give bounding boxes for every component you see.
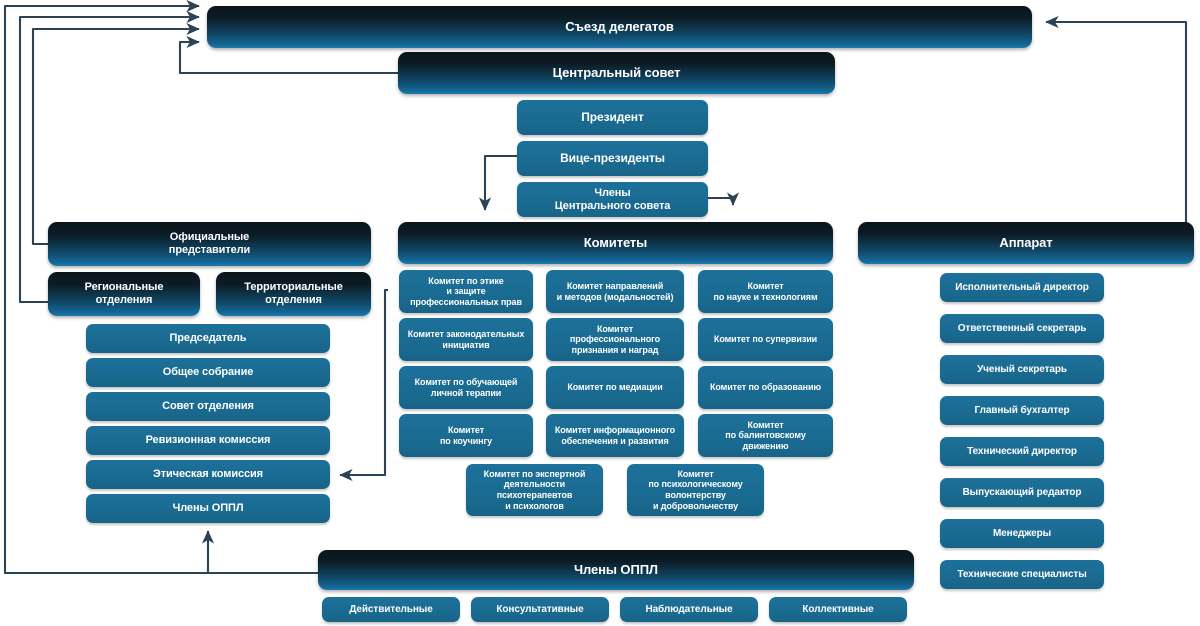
connector-members-to-branch	[201, 530, 318, 575]
node-a-managers[interactable]: Менеджеры	[940, 519, 1104, 548]
connector-vicepres-to-committees	[478, 154, 517, 211]
node-president[interactable]: Президент	[517, 100, 708, 135]
node-c-modal[interactable]: Комитет направлений и методов (модальнос…	[546, 270, 684, 313]
connector-committees-to-branch	[339, 288, 388, 482]
node-c-legis[interactable]: Комитет законодательных инициатив	[399, 318, 533, 361]
connector-apparatus-to-congress	[1045, 15, 1194, 245]
node-oppl-mem[interactable]: Члены ОППЛ	[318, 550, 914, 590]
node-m-active[interactable]: Действительные	[322, 597, 460, 622]
node-c-info[interactable]: Комитет информационного обеспечения и ра…	[546, 414, 684, 457]
node-cc-members[interactable]: Члены Центрального совета	[517, 182, 708, 217]
node-c-balint[interactable]: Комитет по балинтовскому движению	[698, 414, 833, 457]
node-ethicscomm[interactable]: Этическая комиссия	[86, 460, 330, 489]
node-c-ethics[interactable]: Комитет по этике и защите профессиональн…	[399, 270, 533, 313]
node-a-secr[interactable]: Ответственный секретарь	[940, 314, 1104, 343]
node-c-volunt[interactable]: Комитет по психологическому волонтерству…	[627, 464, 764, 516]
node-vicepres[interactable]: Вице-президенты	[517, 141, 708, 176]
node-m-consult[interactable]: Консультативные	[471, 597, 609, 622]
node-c-superv[interactable]: Комитет по супервизии	[698, 318, 833, 361]
node-c-mediat[interactable]: Комитет по медиации	[546, 366, 684, 409]
node-chairman[interactable]: Председатель	[86, 324, 330, 353]
node-a-scisecr[interactable]: Ученый секретарь	[940, 355, 1104, 384]
node-a-techspec[interactable]: Технические специалисты	[940, 560, 1104, 589]
node-c-recogn[interactable]: Комитет профессионального признания и на…	[546, 318, 684, 361]
node-c-coaching[interactable]: Комитет по коучингу	[399, 414, 533, 457]
node-c-training[interactable]: Комитет по обучающей личной терапии	[399, 366, 533, 409]
node-branchcoun[interactable]: Совет отделения	[86, 392, 330, 421]
node-oppl-mem-l[interactable]: Члены ОППЛ	[86, 494, 330, 523]
node-congress[interactable]: Съезд делегатов	[207, 6, 1032, 48]
node-c-expert[interactable]: Комитет по экспертной деятельности психо…	[466, 464, 603, 516]
node-a-techdir[interactable]: Технический директор	[940, 437, 1104, 466]
node-m-observ[interactable]: Наблюдательные	[620, 597, 758, 622]
node-assembly[interactable]: Общее собрание	[86, 358, 330, 387]
node-auditcomm[interactable]: Ревизионная комиссия	[86, 426, 330, 455]
node-apparatus[interactable]: Аппарат	[858, 222, 1194, 264]
node-c-science[interactable]: Комитет по науке и технологиям	[698, 270, 833, 313]
node-c-educ[interactable]: Комитет по образованию	[698, 366, 833, 409]
node-m-collect[interactable]: Коллективные	[769, 597, 907, 622]
node-regional[interactable]: Региональные отделения	[48, 272, 200, 316]
node-a-account[interactable]: Главный бухгалтер	[940, 396, 1104, 425]
connector-officials-to-congress	[31, 22, 200, 246]
node-committees[interactable]: Комитеты	[398, 222, 833, 264]
node-a-execdir[interactable]: Исполнительный директор	[940, 273, 1104, 302]
node-territorial[interactable]: Территориальные отделения	[216, 272, 371, 316]
node-central[interactable]: Центральный совет	[398, 52, 835, 94]
node-officials[interactable]: Официальные представители	[48, 222, 371, 266]
node-a-editor[interactable]: Выпускающий редактор	[940, 478, 1104, 507]
connector-ccmembers-to-right	[708, 192, 740, 206]
